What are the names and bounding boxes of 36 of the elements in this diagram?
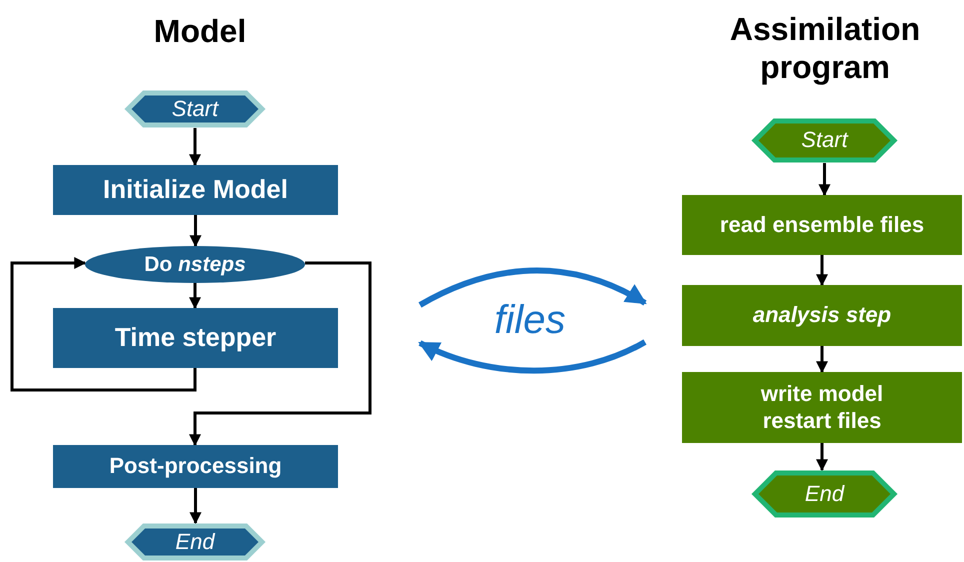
node-text: Do nsteps <box>144 252 246 278</box>
node-text: Initialize Model <box>103 174 288 206</box>
arrow <box>189 128 201 166</box>
arrow <box>818 163 830 196</box>
terminal-hexagon <box>752 118 897 163</box>
node-text: End <box>175 528 215 556</box>
node-text: Start <box>172 96 218 122</box>
node-text: Start <box>801 127 848 154</box>
arrow <box>189 262 372 446</box>
arrow-label: files <box>493 297 567 344</box>
column-heading: Model <box>152 12 248 50</box>
terminal-hexagon <box>752 470 897 518</box>
node-text: Time stepper <box>114 322 276 354</box>
arrow <box>190 215 202 248</box>
node-text: End <box>804 480 844 508</box>
node-text: read ensemble files <box>720 212 924 238</box>
process-box <box>682 372 962 443</box>
arrow <box>418 339 646 374</box>
arrow <box>190 488 202 524</box>
process-box <box>53 165 338 215</box>
arrow <box>418 268 647 308</box>
process-box <box>682 195 962 255</box>
process-box <box>53 445 338 488</box>
node-text: write model restart files <box>760 381 884 434</box>
terminal-hexagon <box>125 90 265 128</box>
arrow <box>816 346 828 374</box>
node-text: analysis step <box>752 302 892 329</box>
arrow <box>10 257 196 392</box>
process-box <box>682 285 962 346</box>
arrow <box>189 283 201 310</box>
column-heading: Assimilation program <box>728 10 922 87</box>
node-text: Post-processing <box>109 453 282 480</box>
arrow <box>816 255 828 286</box>
process-box <box>53 308 338 368</box>
arrow <box>816 443 828 472</box>
terminal-hexagon <box>125 523 265 561</box>
